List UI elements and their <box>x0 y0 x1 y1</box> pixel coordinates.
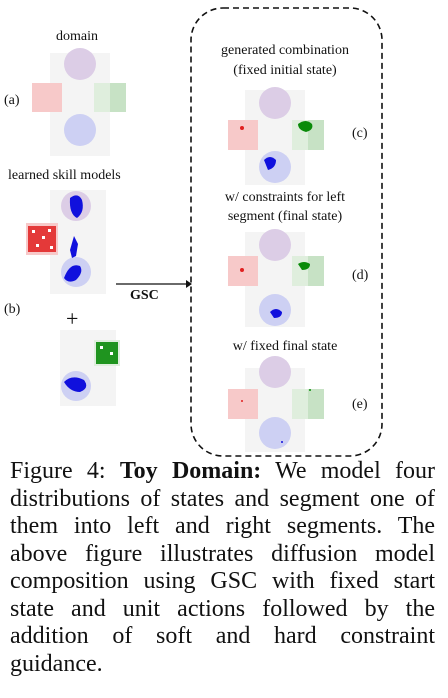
panel-d-title-line1: w/ constraints for left <box>224 190 346 205</box>
domain-diagram <box>32 48 126 156</box>
label-d: (d) <box>352 268 369 283</box>
panel-d-diagram <box>228 229 324 327</box>
label-c: (c) <box>352 126 368 141</box>
label-b: (b) <box>4 302 21 317</box>
plus-sign: + <box>66 306 79 331</box>
panel-e-diagram <box>228 356 324 452</box>
skill-model-1 <box>26 190 106 294</box>
caption-prefix: Figure 4: <box>10 458 120 484</box>
label-a: (a) <box>4 93 20 108</box>
green-sample-cluster <box>96 342 118 364</box>
caption-body: We model four distributions of states an… <box>10 458 436 677</box>
panel-d-title-line2: segment (final state) <box>227 209 343 224</box>
skill-model-2 <box>60 330 120 406</box>
label-e: (e) <box>352 397 368 412</box>
panel-c-title-line2: (fixed initial state) <box>233 63 337 78</box>
caption-title: Toy Domain: <box>119 458 262 484</box>
domain-label: domain <box>56 29 98 44</box>
gsc-label: GSC <box>130 288 159 303</box>
bottom-circle <box>64 114 96 146</box>
panel-c-title-line1: generated combination <box>221 43 349 58</box>
panel-c-diagram <box>228 87 324 185</box>
left-square <box>32 83 62 112</box>
red-sample-cluster <box>28 226 56 252</box>
figure-caption: Figure 4: Toy Domain: We model four dist… <box>10 458 435 678</box>
dashed-region <box>190 7 383 457</box>
skills-label: learned skill models <box>8 168 121 183</box>
gsc-arrow <box>116 280 192 288</box>
top-circle <box>64 48 96 80</box>
panel-e-title: w/ fixed final state <box>232 339 338 354</box>
